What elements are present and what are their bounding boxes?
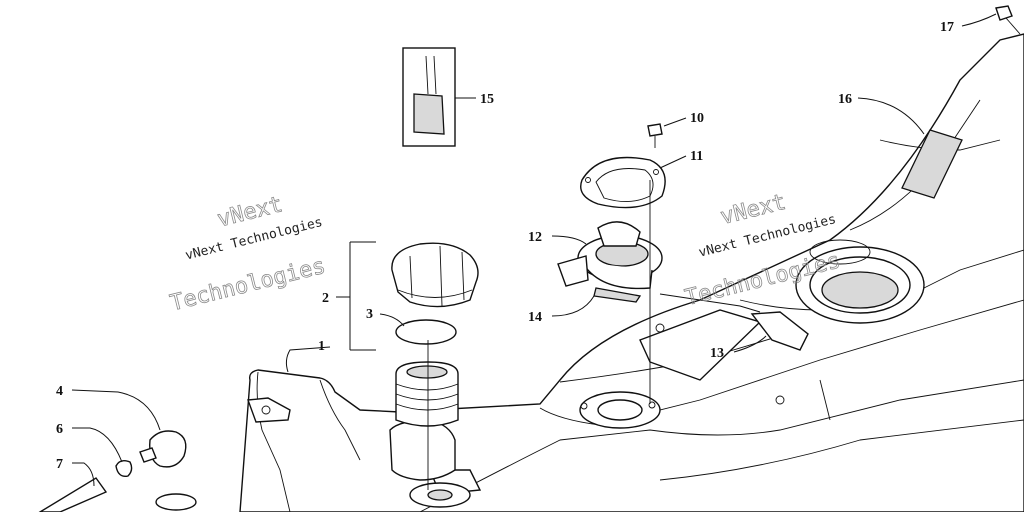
callouts: 1 2 3 4 6 7 10 11 12 13 14 15 16 17 — [56, 20, 954, 472]
vent-fitting — [139, 430, 197, 511]
callout-14: 14 — [528, 310, 542, 325]
tank-fastener — [995, 5, 1021, 35]
callout-13: 13 — [710, 346, 724, 361]
fuel-pump-assembly — [557, 221, 663, 303]
watermark-right-outline-a: vNext — [718, 190, 788, 230]
callout-12: 12 — [528, 230, 542, 245]
fuel-pump-gasket — [580, 156, 666, 209]
callout-2: 2 — [322, 291, 329, 306]
callout-10: 10 — [690, 111, 704, 126]
level-sensor — [659, 293, 809, 351]
callout-11: 11 — [690, 149, 703, 164]
filler-neck — [395, 361, 459, 427]
callout-16: 16 — [838, 92, 852, 107]
o-ring — [395, 319, 457, 345]
callout-3: 3 — [366, 307, 373, 322]
watermark-left-outline-b: Technologies — [168, 254, 328, 317]
watermark-left: vNext Technologies vNext Technologies — [167, 192, 328, 317]
fuel-tank-body — [239, 33, 1024, 512]
leader-lines — [71, 13, 997, 487]
callout-15: 15 — [480, 92, 494, 107]
vent-hose — [38, 477, 108, 512]
callout-4: 4 — [56, 384, 63, 399]
callout-6: 6 — [56, 422, 63, 437]
callout-17: 17 — [940, 20, 954, 35]
fuel-cap — [391, 242, 479, 308]
fuel-pump-screw — [647, 123, 663, 148]
hose-clamp — [115, 459, 133, 477]
harness-connector-inset — [402, 47, 456, 147]
callout-1: 1 — [318, 339, 325, 354]
callout-7: 7 — [56, 457, 63, 472]
